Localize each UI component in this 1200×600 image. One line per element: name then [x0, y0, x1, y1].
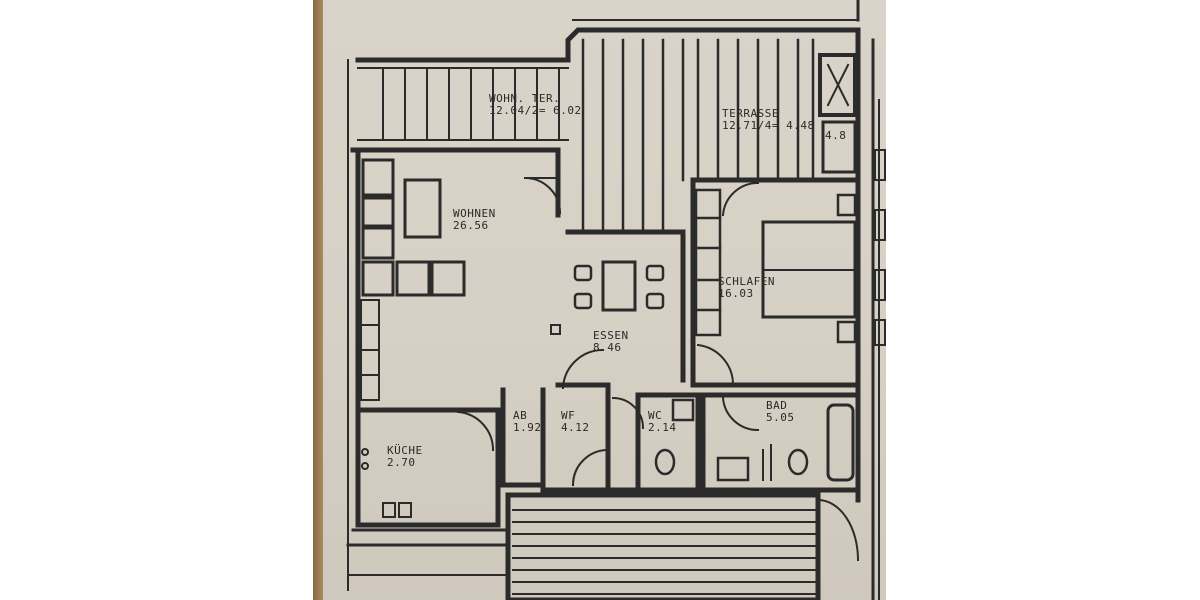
room-name-kueche: KÜCHE [387, 444, 423, 457]
room-label-wohnen: WOHNEN 26.56 [453, 208, 496, 232]
room-area-ab: 1.92 [513, 421, 542, 434]
bedroom-door [721, 181, 760, 217]
bedroom-door-2 [696, 343, 735, 387]
room-name-bad: BAD [766, 399, 788, 412]
column-marker [550, 324, 561, 335]
shaft-cross [826, 63, 850, 107]
room-label-essen: ESSEN 8.46 [593, 330, 629, 354]
room-area-terrasse: 12.71/4= 4.48 [722, 119, 815, 132]
room-label-wc: WC 2.14 [648, 410, 677, 434]
essen-door [561, 348, 605, 390]
right-window-4 [874, 319, 886, 346]
bathtub [826, 403, 855, 482]
room-area-balkon: 12.04/2= 6.02 [489, 104, 582, 117]
hall-wall [355, 382, 611, 488]
shaft-label: 4.8 [825, 129, 847, 142]
bath-sink [716, 456, 750, 482]
bottom-wall [346, 528, 510, 547]
wc-walls [635, 392, 701, 493]
terrace-decking [581, 38, 815, 232]
living-wall-top [350, 147, 561, 218]
coffee-table [403, 178, 442, 239]
room-name-wf: WF [561, 409, 576, 422]
right-margin [886, 0, 1200, 600]
room-name-balkon: WOHN. TER. [489, 92, 561, 105]
living-wall-mid [565, 229, 686, 383]
kitchen-walls [355, 407, 501, 528]
chair-2 [573, 292, 593, 310]
room-label-kueche: KÜCHE 2.70 [387, 445, 423, 469]
room-name-schlafen: SCHLAFEN [718, 275, 775, 288]
bottom-balcony-hatching [512, 509, 819, 595]
floor-plan-drawing [346, 0, 886, 600]
right-window-1 [874, 149, 886, 181]
room-area-bad: 5.05 [766, 411, 795, 424]
bottom-right-curve [816, 498, 860, 562]
room-name-wc: WC [648, 409, 663, 422]
bath-walls [700, 392, 861, 493]
wc-basin [671, 398, 695, 422]
room-label-terrasse: TERRASSE 12.71/4= 4.48 [722, 108, 815, 132]
room-area-essen: 8.46 [593, 341, 622, 354]
bath-partition [762, 444, 772, 481]
sofa [361, 158, 466, 297]
room-label-ab: AB 1.92 [513, 410, 542, 434]
room-name-ab: AB [513, 409, 528, 422]
room-name-terrasse: TERRASSE [722, 107, 779, 120]
balcony-hatching [357, 67, 569, 141]
kitchen-door [456, 410, 495, 452]
floor-plan-sheet: WOHN. TER. 12.04/2= 6.02 TERRASSE 12.71/… [313, 0, 886, 600]
sink-2 [398, 502, 412, 518]
room-label-schlafen: SCHLAFEN 16.03 [718, 276, 775, 300]
room-area-kueche: 2.70 [387, 456, 416, 469]
bottom-balcony [505, 492, 821, 600]
chair-4 [645, 292, 665, 310]
room-area-wf: 4.12 [561, 421, 590, 434]
room-label-balkon: WOHN. TER. 12.04/2= 6.02 [489, 93, 582, 117]
nightstand-1 [836, 193, 857, 217]
wardrobe [694, 188, 722, 337]
room-label-bad: BAD 5.05 [766, 400, 795, 424]
wc-toilet [654, 448, 676, 476]
room-area-wohnen: 26.56 [453, 219, 489, 232]
table-edge [313, 0, 323, 600]
nightstand-2 [836, 320, 857, 344]
bath-door [721, 396, 760, 432]
stove-1 [361, 448, 369, 456]
room-name-essen: ESSEN [593, 329, 629, 342]
chair-1 [573, 264, 593, 282]
right-window-2 [874, 209, 886, 241]
room-name-wohnen: WOHNEN [453, 207, 496, 220]
room-area-schlafen: 16.03 [718, 287, 754, 300]
chair-3 [645, 264, 665, 282]
shaft-inner [821, 120, 857, 174]
outer-walls [355, 27, 861, 503]
left-margin [0, 0, 313, 600]
room-area-wc: 2.14 [648, 421, 677, 434]
stove-2 [361, 462, 369, 470]
wc-door [611, 396, 645, 430]
ab-walls [500, 387, 546, 488]
sink-1 [382, 502, 396, 518]
bath-toilet [787, 448, 809, 476]
wf-walls [540, 392, 641, 493]
dining-table [601, 260, 637, 312]
right-window-3 [874, 269, 886, 301]
living-door-swing [523, 176, 562, 215]
shaft-box [818, 53, 857, 117]
wf-door [571, 448, 609, 487]
room-label-wf: WF 4.12 [561, 410, 590, 434]
